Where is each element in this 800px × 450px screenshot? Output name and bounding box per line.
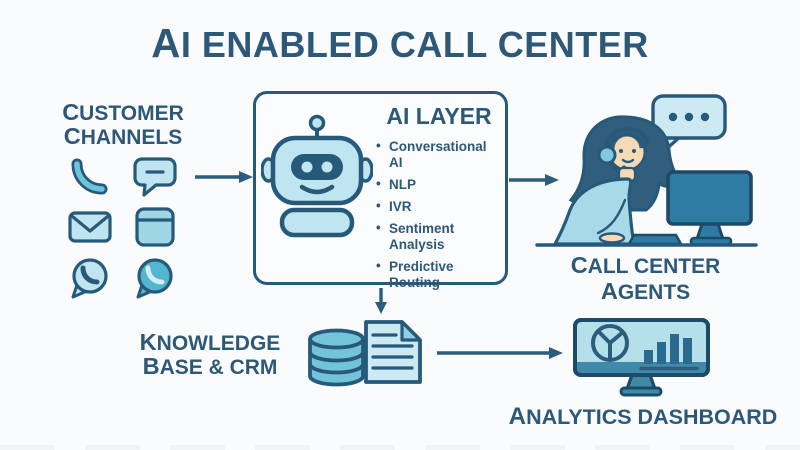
- bar-chart-icon: [639, 334, 699, 371]
- arrow-ai-to-knowledge: [375, 288, 387, 314]
- analytics-monitor-icon: [573, 318, 710, 397]
- robot-icon: [261, 114, 373, 238]
- page-title: AI ENABLED CALL CENTER: [151, 20, 649, 66]
- channel-cell: [66, 256, 114, 300]
- call-center-agents-label-line2: AGENTS: [600, 278, 691, 304]
- ai-capability-item: NLP: [376, 176, 502, 193]
- bottom-edge-strip: [0, 445, 800, 450]
- agent-person: [553, 115, 685, 246]
- knowledge-base-icons: [308, 320, 422, 387]
- agent-monitor-icon: [666, 170, 753, 246]
- chat-icon: [133, 157, 177, 197]
- knowledge-base-label-line2: BASE & CRM: [142, 353, 278, 380]
- channel-cell: [131, 154, 179, 198]
- ai-capability-item: Conversational AI: [376, 138, 502, 170]
- database-icon: [308, 328, 365, 387]
- analytics-dashboard-label: ANALYTICS DASHBOARD: [508, 403, 778, 430]
- whatsapp-icon: [71, 258, 108, 299]
- channel-cell: [131, 205, 179, 249]
- knowledge-base-label: KNOWLEDGE BASE & CRM: [126, 329, 294, 380]
- ai-capability-item: Predictive Routing: [376, 258, 502, 290]
- phone-icon: [71, 158, 108, 195]
- customer-channels-label-line1: CUSTOMER: [62, 99, 184, 126]
- ai-layer-content: AI LAYER Conversational AI NLP IVR Senti…: [376, 103, 502, 297]
- channel-cell: [131, 256, 179, 300]
- call-center-agent-illustration: [535, 94, 758, 247]
- email-icon: [68, 211, 112, 243]
- arrow-knowledge-to-analytics: [437, 347, 563, 359]
- channel-cell: [66, 154, 114, 198]
- web-form-icon: [135, 207, 175, 247]
- ai-capability-list: Conversational AI NLP IVR Sentiment Anal…: [376, 138, 502, 290]
- pie-chart-icon: [591, 324, 629, 362]
- arrow-ai-to-agents: [509, 174, 559, 186]
- ai-capability-item: Sentiment Analysis: [376, 220, 502, 252]
- customer-channels-label-line2: CHANNELS: [63, 123, 183, 150]
- keyboard-icon: [627, 233, 683, 246]
- call-center-agents-label-line1: CALL CENTER: [570, 252, 721, 278]
- channel-cell: [66, 205, 114, 249]
- ai-layer-title: AI LAYER: [386, 103, 492, 129]
- knowledge-base-label-line1: KNOWLEDGE: [139, 329, 281, 356]
- call-center-agents-label: CALL CENTER AGENTS: [553, 253, 738, 305]
- customer-channels-label: CUSTOMER CHANNELS: [28, 99, 218, 150]
- arrow-channels-to-ai: [195, 171, 253, 183]
- document-icon: [364, 320, 422, 384]
- ai-capability-item: IVR: [376, 198, 502, 215]
- customer-channels-grid: [66, 154, 179, 300]
- whatsapp-voice-icon: [136, 258, 173, 299]
